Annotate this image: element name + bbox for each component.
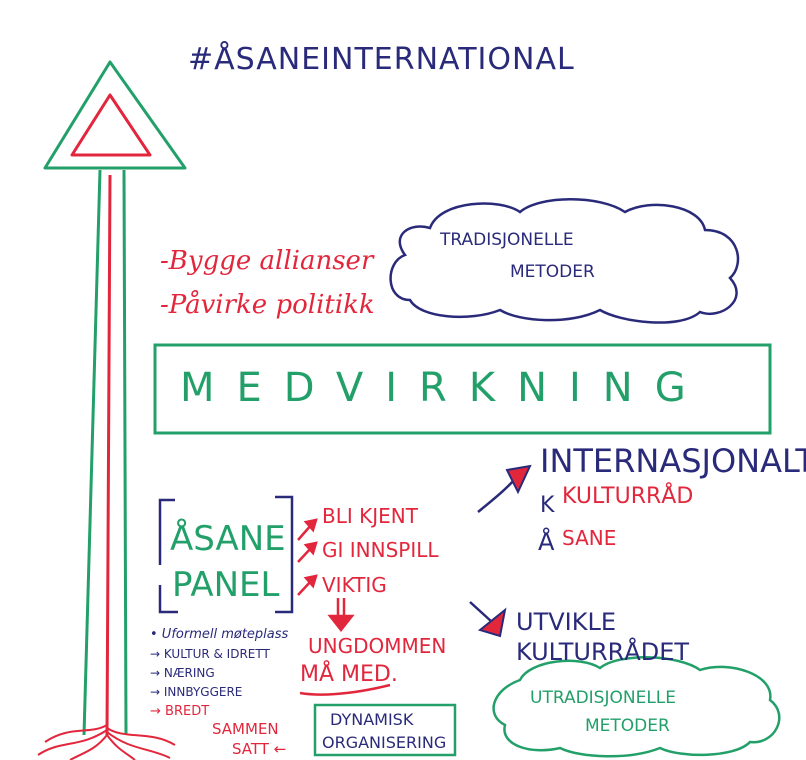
meeting-item-business: → NÆRING: [150, 666, 215, 680]
goal-build-alliances: -Bygge allianser: [160, 246, 374, 276]
meeting-item-residents: → INNBYGGERE: [150, 685, 243, 699]
medvirkning-banner: MEDVIRKNING: [180, 365, 708, 411]
youth-line2: MÅ MED.: [300, 662, 398, 687]
develop-line1: UTVIKLE: [516, 608, 616, 636]
meeting-item-broad: → BREDT: [150, 704, 210, 719]
meeting-item-culture-sports: → KULTUR & IDRETT: [150, 647, 270, 661]
traditional-cloud: [389, 198, 740, 324]
develop-arrow: [469, 601, 507, 638]
ika-line1: INTERNASJONALT: [540, 442, 806, 480]
medvirkning-box: [153, 343, 772, 435]
ika-a: Å: [538, 528, 555, 556]
asane-panel-line2: PANEL: [172, 565, 280, 605]
dynamic-box: [313, 703, 457, 757]
together-label: SAMMEN: [212, 720, 279, 738]
point-important: VIKTIG: [322, 573, 387, 597]
point-give-input: GI INNSPILL: [322, 538, 439, 562]
dynamic-box-line2: ORGANISERING: [322, 733, 447, 752]
ika-k: K: [540, 493, 555, 518]
ika-line2: KULTURRÅD: [562, 484, 694, 509]
asane-panel-line1: ÅSANE: [170, 519, 286, 559]
set-label: SATT ←: [232, 740, 287, 758]
panel-arrows: [297, 518, 391, 696]
growth-arrow: [37, 60, 187, 760]
traditional-cloud-line1: TRADISJONELLE: [440, 230, 574, 250]
point-get-to-know: BLI KJENT: [322, 504, 418, 528]
develop-line2: KULTURRÅDET: [516, 638, 690, 666]
meeting-place-intro: • Uformell møteplass: [150, 627, 289, 642]
youth-line1: UNGDOMMEN: [308, 634, 447, 658]
ika-arrow: [477, 464, 532, 513]
traditional-cloud-line2: METODER: [510, 262, 595, 282]
untraditional-cloud: [492, 656, 781, 758]
dynamic-box-line1: DYNAMISK: [330, 710, 414, 729]
untraditional-cloud-line1: UTRADISJONELLE: [530, 688, 677, 708]
goal-influence-politics: -Påvirke politikk: [160, 290, 375, 320]
untraditional-cloud-line2: METODER: [585, 716, 670, 736]
ika-sane: SANE: [562, 526, 617, 550]
page-title: #ÅSANEINTERNATIONAL: [188, 42, 575, 77]
asane-panel-frame: [158, 495, 294, 614]
